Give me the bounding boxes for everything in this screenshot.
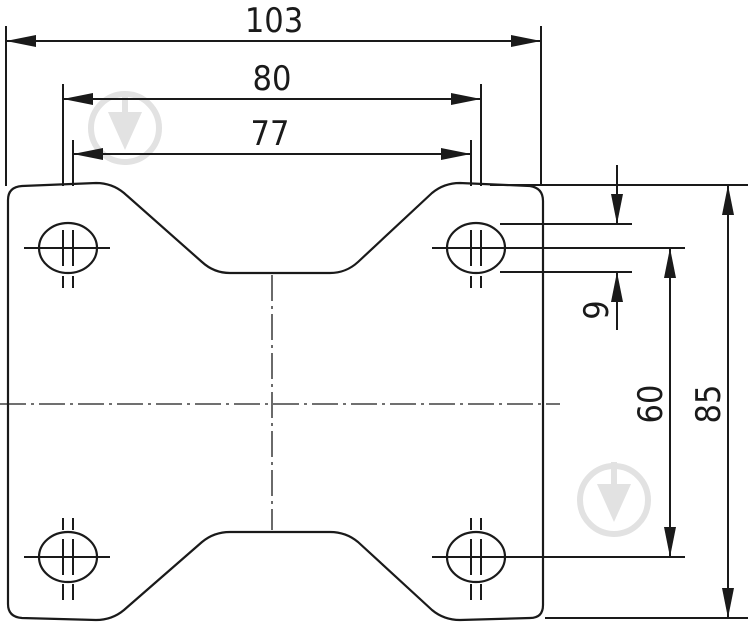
extension-lines-top <box>5 26 542 186</box>
extension-lines-right <box>490 184 748 619</box>
dimension-label-85: 85 <box>689 385 729 424</box>
plate-outline <box>6 181 545 622</box>
dimension-label-103: 103 <box>245 1 303 41</box>
dimension-label-80: 80 <box>253 59 292 99</box>
watermark-logo-top <box>88 91 162 165</box>
dimension-label-9: 9 <box>577 300 617 319</box>
watermark-logo-bottom <box>577 462 651 537</box>
dimension-label-77: 77 <box>251 114 290 154</box>
mounting-hole-bottom-left <box>24 518 110 600</box>
mounting-hole-bottom-right <box>432 518 518 600</box>
dimension-hole-spacing-inner: 77 <box>73 114 471 160</box>
dimension-overall-width: 103 <box>6 1 541 47</box>
dimension-overall-height: 85 <box>689 185 734 618</box>
mounting-hole-top-right <box>432 221 518 288</box>
mounting-hole-top-left <box>24 221 110 288</box>
dimension-slot-width: 9 <box>577 165 623 330</box>
dimension-label-60: 60 <box>631 385 671 424</box>
dimension-hole-spacing-vertical: 60 <box>631 248 676 557</box>
dimension-hole-spacing-outer: 80 <box>63 59 481 105</box>
